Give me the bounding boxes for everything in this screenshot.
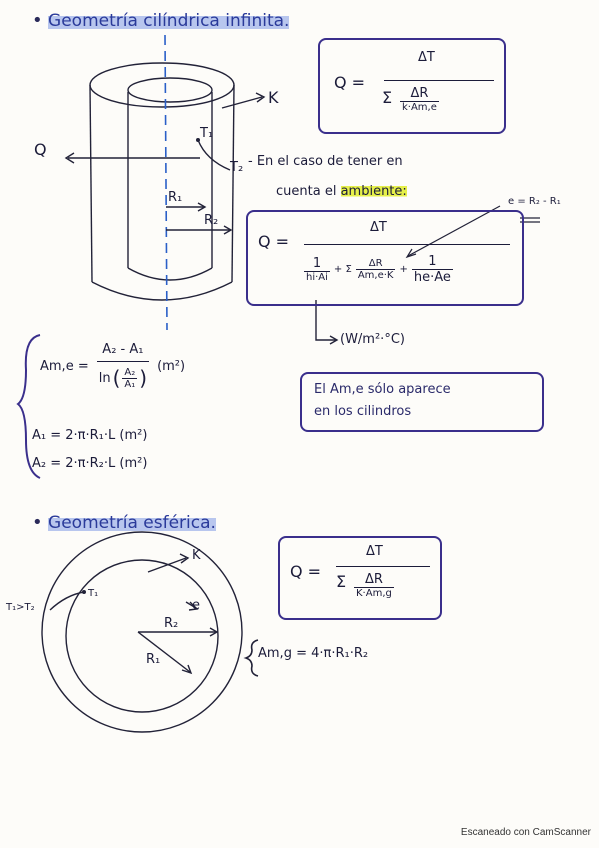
plus-2: + xyxy=(399,264,408,275)
a2-formula: A₂ = 2·π·R₂·L (m²) xyxy=(32,456,148,471)
label-t1-gt-t2: T₁>T₂ xyxy=(6,602,35,613)
label-t1: T₁ xyxy=(200,126,214,141)
label-k-sphere: K xyxy=(192,548,201,563)
sub-num: ΔR xyxy=(410,86,429,101)
note-box-cylinder: El Am,e sólo aparece en los cilindros xyxy=(300,372,544,432)
sigma-symbol-sphere: Σ xyxy=(336,572,347,591)
units-h: (W/m²·°C) xyxy=(340,332,405,347)
note-line-1: - En el caso de tener en xyxy=(248,154,403,169)
outer-circle xyxy=(41,531,243,733)
formula2-lhs: Q = xyxy=(258,232,290,251)
note-line-2: cuenta el ambiente: xyxy=(276,184,407,199)
sub-num-sphere: ΔR xyxy=(364,572,383,587)
label-t1-sphere: T₁ xyxy=(88,588,99,599)
label-k: K xyxy=(268,88,279,107)
title-text: Geometría cilíndrica infinita. xyxy=(48,11,290,31)
outer-bottom-curve xyxy=(91,281,233,301)
t1-num: 1 xyxy=(312,256,322,271)
formula-box-cylinder: Q = ΔT Σ ΔR k·Am,e xyxy=(318,38,506,134)
formula2-denominator: 1 hi·Ai + Σ ΔR Am,e·K + 1 he·Ae xyxy=(304,254,453,285)
ame-ln: ln xyxy=(98,370,111,386)
title-text-spherical: Geometría esférica. xyxy=(48,513,216,533)
axis-line xyxy=(164,34,168,331)
label-r2-sphere: R₂ xyxy=(164,616,179,631)
e-definition: e = R₂ - R₁ xyxy=(508,196,561,207)
formula3-lhs: Q = xyxy=(290,562,322,581)
section-title-cylindrical: • Geometría cilíndrica infinita. xyxy=(32,10,290,31)
section-title-spherical: • Geometría esférica. xyxy=(32,512,216,533)
label-r2: R₂ xyxy=(204,213,219,228)
formula-box-ambient: Q = ΔT 1 hi·Ai + Σ ΔR Am,e·K + 1 he·Ae xyxy=(246,210,524,306)
formula2-num: ΔT xyxy=(370,220,387,235)
formula-lhs: Q = xyxy=(334,73,366,92)
note-box-line-1: El Am,e sólo aparece xyxy=(314,382,451,397)
ln-num: A₂ xyxy=(124,366,136,378)
sub-den-sphere: K·Am,g xyxy=(356,588,392,599)
outer-right-edge xyxy=(231,84,235,283)
amg-formula: Am,g = 4·π·R₁·R₂ xyxy=(258,646,369,661)
t3-den: he·Ae xyxy=(413,270,451,285)
ln-den: A₁ xyxy=(124,378,136,390)
t1-den: hi·Ai xyxy=(306,272,328,283)
note-line-2-text: cuenta el xyxy=(276,184,337,199)
label-r1-sphere: R₁ xyxy=(146,652,161,667)
t2-num: ΔR xyxy=(368,258,383,269)
ame-formula: Am,e = A₂ - A₁ ln ( A₂ A₁ ) (m²) xyxy=(40,342,186,390)
a1-formula: A₁ = 2·π·R₁·L (m²) xyxy=(32,428,148,443)
t3-num: 1 xyxy=(428,254,437,269)
sigma-symbol: Σ xyxy=(382,88,393,107)
ame-num: A₂ - A₁ xyxy=(102,342,144,357)
outer-top-ellipse xyxy=(89,62,235,108)
note-box-line-2: en los cilindros xyxy=(314,404,412,419)
label-e-sphere: e xyxy=(192,598,200,613)
ame-lhs: Am,e = xyxy=(40,358,89,374)
plus-sigma: + Σ xyxy=(333,264,352,275)
inner-circle xyxy=(65,559,219,713)
inner-top-ellipse xyxy=(127,77,213,103)
formula-num: ΔT xyxy=(418,50,435,65)
label-t2: T₂ xyxy=(230,160,244,175)
t2-den: Am,e·K xyxy=(357,270,394,281)
formula3-num: ΔT xyxy=(366,544,383,559)
ame-unit: (m²) xyxy=(157,358,186,374)
sub-den: k·Am,e xyxy=(402,102,437,113)
watermark-camscanner: Escaneado con CamScanner xyxy=(460,827,591,838)
label-r1: R₁ xyxy=(168,190,183,205)
formula-box-sphere: Q = ΔT Σ ΔR K·Am,g xyxy=(278,536,442,620)
highlight-ambiente: ambiente: xyxy=(340,184,407,199)
label-q: Q xyxy=(34,140,47,159)
outer-left-edge xyxy=(89,84,93,283)
inner-bottom-curve xyxy=(127,267,213,281)
